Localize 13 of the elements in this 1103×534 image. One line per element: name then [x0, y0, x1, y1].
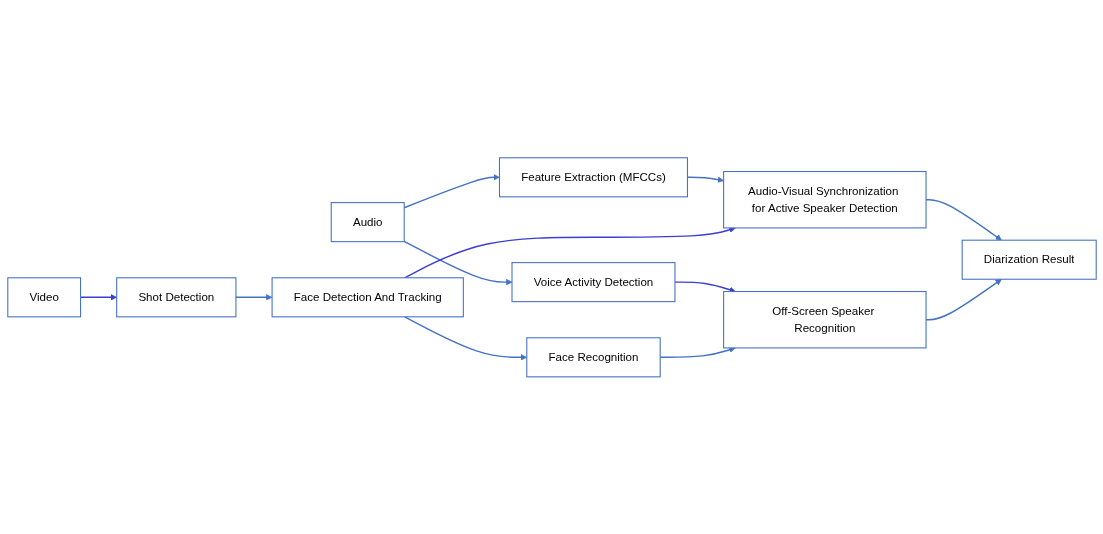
node-box: Face Detection And Tracking	[271, 276, 464, 318]
node-box: Shot Detection	[115, 276, 236, 318]
node-box: Voice Activity Detection	[510, 261, 675, 302]
node-box: Face Recognition	[525, 336, 661, 378]
arrow	[686, 176, 724, 183]
node-box: Audio	[330, 201, 405, 242]
arrow	[403, 315, 527, 361]
node-box: Video	[6, 276, 81, 318]
node-box: Off-Screen Speaker Recognition	[722, 290, 927, 349]
node-box: Diarization Result	[961, 239, 1097, 280]
node-box: Feature Extraction (MFCCs)	[498, 156, 688, 198]
node-box: Audio-Visual Synchronization for Active Speaker Detection	[722, 170, 927, 229]
arrow	[402, 240, 512, 285]
